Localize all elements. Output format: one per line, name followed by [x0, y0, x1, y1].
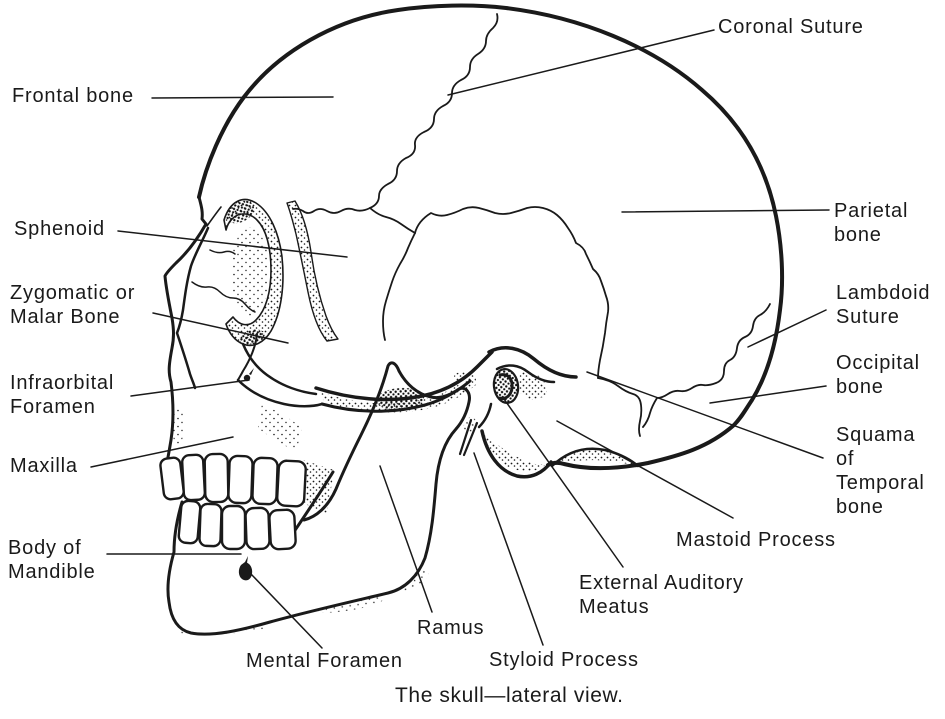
ear-region — [454, 367, 640, 479]
leader-squama-of-temporal — [586, 371, 824, 459]
label-body-of-mandible: Body of Mandible — [8, 537, 96, 583]
leader-occipital-bone — [709, 385, 827, 404]
label-mental-foramen: Mental Foramen — [246, 650, 403, 672]
sphenofrontal-suture-line — [292, 207, 371, 214]
label-mastoid-process: Mastoid Process — [676, 529, 836, 551]
occipitomastoid-suture-line — [597, 377, 643, 437]
label-styloid-process: Styloid Process — [489, 649, 639, 671]
leader-infraorbital-foramen — [130, 379, 250, 397]
label-frontal-bone: Frontal bone — [12, 85, 134, 107]
leader-maxilla — [90, 436, 234, 468]
leader-styloid-process — [473, 452, 544, 646]
brow-orbit-line — [206, 206, 222, 227]
coronal-suture-line — [369, 13, 499, 209]
leader-parietal-bone — [621, 209, 830, 213]
nasal-aperture-line — [175, 226, 210, 390]
leader-lambdoid-suture — [747, 309, 827, 348]
lateral-orbital-band — [286, 200, 339, 342]
label-ramus: Ramus — [417, 617, 485, 639]
mastoid-process-shape — [480, 429, 553, 479]
orbit — [191, 198, 284, 347]
retromolar-stipple — [303, 460, 334, 514]
sutures — [292, 13, 771, 437]
leader-external-auditory-meatus — [503, 398, 624, 568]
leader-frontal-bone — [151, 96, 334, 99]
label-squama-of-temporal-bone: Squama of Temporal bone — [836, 424, 925, 518]
external-auditory-meatus-shape — [492, 367, 520, 405]
cranium-outline — [197, 3, 785, 470]
label-external-auditory-meatus: External Auditory Meatus — [579, 572, 744, 618]
label-occipital-bone: Occipital bone — [836, 352, 920, 398]
leader-mental-foramen — [250, 573, 323, 649]
leader-zygomatic — [152, 312, 289, 344]
figure-caption: The skull—lateral view. — [395, 684, 624, 707]
leader-mastoid-process — [556, 420, 734, 519]
zygomatic-arch — [314, 346, 578, 413]
mental-foramen-dot — [238, 556, 253, 581]
lambdoid-suture-line — [642, 303, 771, 428]
label-maxilla: Maxilla — [10, 455, 78, 477]
squamosal-suture-line — [414, 206, 610, 379]
label-zygomatic-or-malar-bone: Zygomatic or Malar Bone — [10, 282, 136, 328]
leader-coronal-suture — [447, 29, 715, 96]
leader-ramus — [379, 465, 433, 613]
pterion-link-line — [369, 207, 416, 234]
label-lambdoid-suture: Lambdoid Suture — [836, 282, 931, 328]
sphenotemporal-suture-line — [382, 232, 416, 341]
label-parietal-bone: Parietal bone — [834, 200, 909, 246]
label-sphenoid: Sphenoid — [14, 218, 105, 240]
leader-lines — [90, 29, 830, 649]
teeth — [159, 452, 307, 551]
zygomatic-bone — [236, 333, 324, 408]
label-coronal-suture: Coronal Suture — [718, 16, 864, 38]
label-infraorbital-foramen: Infraorbital Foramen — [10, 372, 115, 418]
leader-sphenoid — [117, 230, 348, 258]
